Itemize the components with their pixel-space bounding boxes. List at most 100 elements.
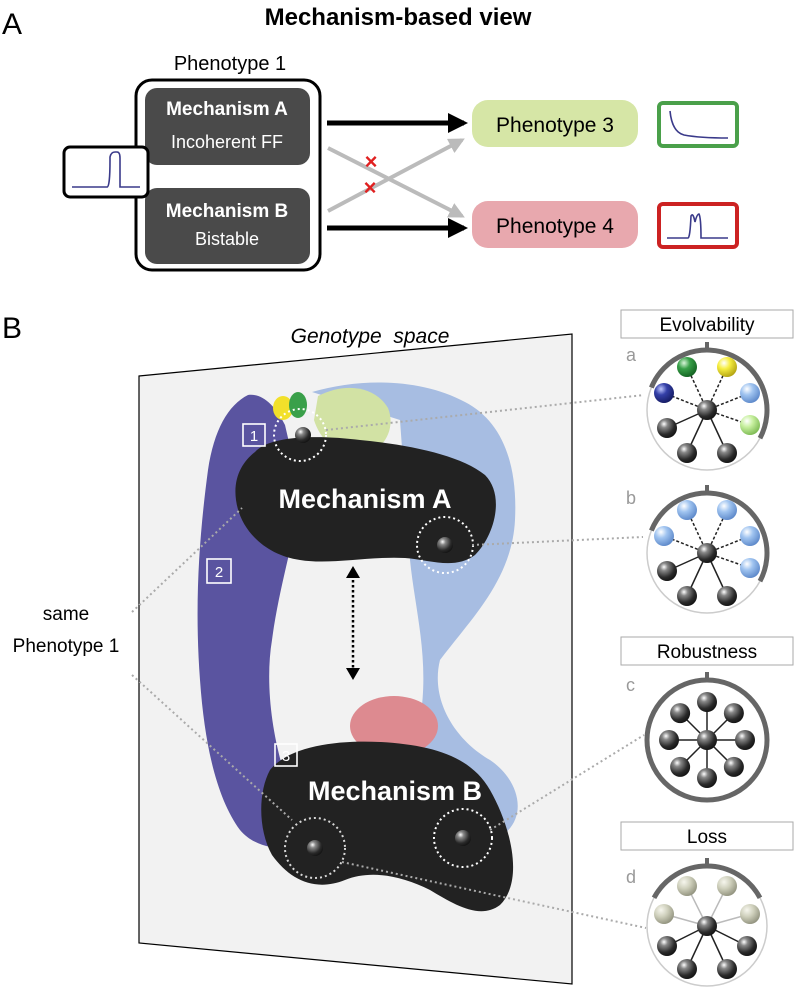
network-1-arc	[649, 347, 770, 440]
yellow-region	[273, 396, 293, 420]
network-3-node-6	[670, 756, 691, 777]
neighborhood-1	[273, 408, 327, 462]
blocked-arrow-b-to-3	[327, 138, 465, 213]
network-1-node-8	[717, 443, 737, 463]
neighborhood-3	[433, 808, 493, 868]
mechanism-b-region	[261, 741, 514, 912]
mechanism-a-name: Mechanism A	[166, 99, 288, 120]
network-3-node-3	[735, 730, 755, 750]
marker-1-label: 1	[250, 428, 258, 445]
network-1-center-node	[697, 400, 717, 420]
network-3-node-1	[697, 692, 717, 712]
phenotype4-box	[472, 201, 638, 248]
mechanism-a-subtitle: Incoherent FF	[171, 132, 283, 152]
phenotype3-label: Phenotype 3	[496, 114, 614, 137]
neighborhood-networks	[644, 342, 770, 987]
genotype-point-1	[295, 427, 311, 443]
connector-lines	[131, 394, 647, 929]
panel-a-letter: A	[2, 8, 22, 41]
network-4-node-2	[677, 876, 697, 896]
green-region	[289, 392, 307, 418]
network-3-node-8	[670, 703, 691, 724]
network-4-node-4	[740, 904, 760, 924]
panel-b-letter: B	[2, 312, 22, 345]
network-1-node-4	[740, 383, 760, 403]
network-2-node-4	[740, 526, 760, 546]
network-1-node-3	[717, 357, 737, 377]
network-3-center-node	[697, 730, 717, 750]
neighborhood-4	[284, 817, 346, 879]
evolvability-header-label: Evolvability	[659, 315, 755, 336]
network-2-node-2	[677, 500, 697, 520]
phenotype3-box	[472, 100, 638, 147]
genotype-point-4	[307, 840, 323, 856]
network-2-node-6	[657, 561, 677, 581]
network-1-node-6	[657, 418, 677, 438]
network-4-node-1	[654, 904, 674, 924]
arrowhead-down	[346, 668, 360, 680]
network-letter-a: a	[626, 345, 637, 365]
genotype-point-2	[437, 537, 453, 553]
network-4-node-6	[657, 936, 677, 956]
network-1-node-7	[677, 443, 697, 463]
evolvability-header	[620, 309, 794, 339]
network-2-center-node	[697, 543, 717, 563]
mechanism-a-region	[235, 437, 496, 564]
marker-2-box	[206, 558, 232, 584]
mechanism-b-box	[145, 188, 310, 264]
network-3-node-4	[723, 756, 744, 777]
network-4-node-3	[717, 876, 737, 896]
block-mark-upper: ×	[365, 149, 378, 174]
network-4-center-node	[697, 916, 717, 936]
decay-trace	[669, 110, 729, 139]
phenotype4-thumbnail	[657, 202, 739, 249]
phenotype1-label: Phenotype 1	[174, 53, 286, 75]
network-3-node-2	[723, 703, 744, 724]
loss-header-label: Loss	[687, 827, 727, 848]
network-2-node-1	[654, 526, 674, 546]
marker-3-label: 3	[282, 748, 290, 765]
robustness-header-label: Robustness	[657, 642, 757, 663]
phenotype4-region	[350, 696, 438, 756]
mechanism-a-region-label: Mechanism A	[278, 484, 451, 514]
network-letter-d: d	[626, 867, 636, 887]
network-2-arc	[649, 490, 770, 583]
mechanism-b-name: Mechanism B	[166, 201, 288, 222]
mechanism-b-subtitle: Bistable	[195, 229, 259, 249]
network-3-node-5	[697, 768, 717, 788]
phenotype4-label: Phenotype 4	[496, 215, 614, 238]
phenotype3-thumbnail	[657, 101, 739, 148]
network-4-node-8	[717, 959, 737, 979]
pulse-thumbnail	[62, 145, 150, 199]
mechanism-a-box	[145, 88, 310, 165]
network-2-node-8	[717, 586, 737, 606]
network-3-node-7	[659, 730, 679, 750]
double-peak-trace	[667, 213, 728, 239]
network-1-node-2	[677, 357, 697, 377]
network-4-node-7	[677, 959, 697, 979]
same-phenotype-line2: Phenotype 1	[13, 636, 120, 657]
marker-1-box	[242, 423, 266, 447]
network-1-node-1	[654, 383, 674, 403]
network-1-node-5	[740, 415, 760, 435]
genotype-space-title: Genotype space	[291, 325, 450, 348]
network-2-node-5	[740, 558, 760, 578]
network-4-arc	[651, 863, 763, 900]
same-phenotype-line1: same	[43, 604, 89, 625]
marker-3-box	[274, 743, 298, 767]
network-letter-b: b	[626, 488, 636, 508]
robustness-header	[620, 636, 794, 666]
network-letter-c: c	[626, 675, 635, 695]
pulse-trace	[72, 151, 140, 188]
genotype-point-3	[455, 830, 471, 846]
marker-2-label: 2	[215, 564, 223, 581]
panel-a-title: Mechanism-based view	[265, 4, 532, 31]
block-mark-lower: ×	[364, 175, 377, 200]
blocked-arrow-a-to-4	[327, 146, 465, 218]
network-2-node-3	[717, 500, 737, 520]
loss-header	[620, 821, 794, 851]
arrowhead-up	[346, 566, 360, 578]
network-4-node-5	[737, 936, 757, 956]
mechanism-b-region-label: Mechanism B	[308, 776, 482, 806]
